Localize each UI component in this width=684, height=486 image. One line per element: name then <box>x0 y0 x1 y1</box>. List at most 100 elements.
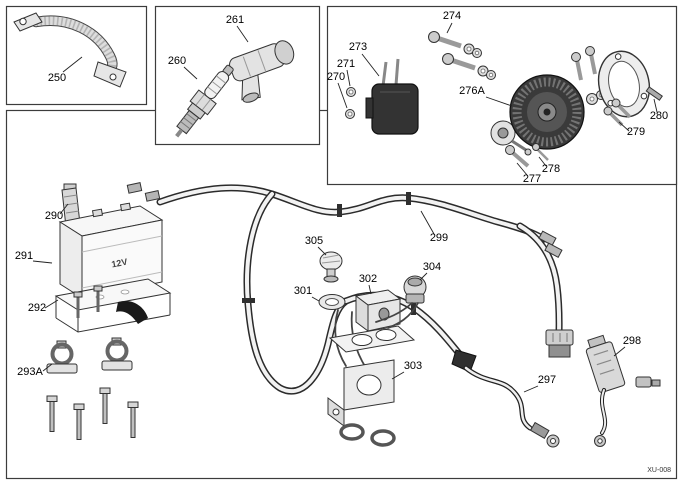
leader-290 <box>59 203 69 215</box>
leader-260 <box>183 66 198 80</box>
stator-bolts-illustration <box>571 46 597 81</box>
rubber-mount-302-illustration <box>328 289 416 353</box>
leader-297 <box>523 385 539 393</box>
tensioner-roller-illustration <box>490 120 532 156</box>
leader-304 <box>419 272 428 281</box>
screw-head <box>532 143 540 151</box>
part-label-260: 260 <box>168 55 186 67</box>
leader-277 <box>516 162 528 176</box>
battery-terminal <box>91 208 104 218</box>
part-label-279: 279 <box>627 126 645 138</box>
tape-band <box>337 204 342 217</box>
ground-strap-illustration <box>13 12 127 88</box>
part-label-270: 270 <box>327 71 345 83</box>
clamp-base <box>46 363 78 374</box>
grommet-ring <box>370 429 396 447</box>
leader-279 <box>618 121 630 132</box>
clip <box>635 376 652 388</box>
long-bolt <box>102 393 108 424</box>
bracket-303-illustration <box>327 359 396 447</box>
part-label-299: 299 <box>430 232 448 244</box>
leader-271 <box>346 69 351 87</box>
part-label-278: 278 <box>542 163 560 175</box>
part-label-301: 301 <box>294 285 312 297</box>
part-label-290: 290 <box>45 210 63 222</box>
part-label-271: 271 <box>337 58 355 70</box>
part-label-305: 305 <box>305 235 323 247</box>
ignition-coil-illustration <box>365 58 419 135</box>
spade-connector <box>529 421 550 440</box>
part-label-261: 261 <box>226 14 244 26</box>
leader-305 <box>317 246 327 256</box>
part-label-292: 292 <box>28 302 46 314</box>
flat-terminal <box>93 61 127 88</box>
tape-band <box>406 192 411 205</box>
spade-connector <box>538 230 557 246</box>
bolt-head <box>505 145 515 155</box>
stud <box>645 86 663 101</box>
harness-branch-connectors-illustration <box>538 230 563 258</box>
hold-down-bracket <box>116 300 148 324</box>
leader-278 <box>538 156 547 167</box>
bolt-head <box>611 98 621 108</box>
drawing-code: XU-008 <box>647 467 671 474</box>
bolt-head <box>585 46 595 56</box>
ring-terminal <box>13 12 43 32</box>
leader-280 <box>653 98 658 113</box>
stator-plate-illustration <box>597 50 651 118</box>
flywheel-illustration <box>509 74 585 150</box>
stud-280-illustration <box>645 86 663 101</box>
coil-prong <box>394 58 400 86</box>
spark-plug-cap-illustration <box>229 40 295 103</box>
bolts-277-278-illustration <box>505 143 549 168</box>
part-label-302: 302 <box>359 273 377 285</box>
spark-plug-illustration <box>175 64 234 138</box>
button-305-illustration <box>319 251 343 283</box>
spade-connector <box>144 190 161 202</box>
leader-292 <box>44 299 59 309</box>
part-label-291: 291 <box>15 250 33 262</box>
handlebar-clamps-illustration <box>46 337 133 374</box>
part-label-304: 304 <box>423 261 441 273</box>
bolt-head <box>442 53 454 65</box>
part-label-297: 297 <box>538 374 556 386</box>
part-label-280: 280 <box>650 110 668 122</box>
spade-connector <box>544 242 563 258</box>
leader-291 <box>32 260 53 264</box>
battery-terminal <box>119 202 132 212</box>
part-label-250: 250 <box>48 72 66 84</box>
part-label-303: 303 <box>404 360 422 372</box>
part-callouts: 250 260 261 270 271 273 274 276A 277 278… <box>15 10 668 386</box>
connector-plug <box>548 344 571 358</box>
long-bolt <box>130 407 136 438</box>
part-label-298: 298 <box>623 335 641 347</box>
leader-299 <box>420 210 435 235</box>
grommet-ring <box>339 423 365 441</box>
washer-301-illustration <box>318 294 346 310</box>
leader-250 <box>62 56 83 73</box>
battery-side <box>59 221 83 299</box>
bolt-head <box>428 31 440 43</box>
leader-293A <box>42 363 53 372</box>
clamp-base <box>101 360 133 371</box>
leader-273 <box>361 53 380 77</box>
tape-band <box>242 298 255 303</box>
connector-304-illustration <box>375 275 427 329</box>
leader-261 <box>236 25 249 43</box>
braided-cable <box>35 16 117 76</box>
spade-connector <box>126 182 143 194</box>
plug-electrode <box>175 128 184 138</box>
bolt-head <box>571 52 581 62</box>
coil-bolts-illustration <box>428 31 496 80</box>
leader-303 <box>391 371 405 380</box>
part-label-293A: 293A <box>17 366 43 378</box>
clamp-bolts-illustration <box>46 387 139 440</box>
battery-connectors-illustration <box>126 182 161 202</box>
long-bolt <box>49 401 55 432</box>
cable-297-illustration <box>451 349 560 448</box>
leader-270 <box>337 82 348 109</box>
leader-301 <box>311 296 320 302</box>
part-label-274: 274 <box>443 10 461 22</box>
